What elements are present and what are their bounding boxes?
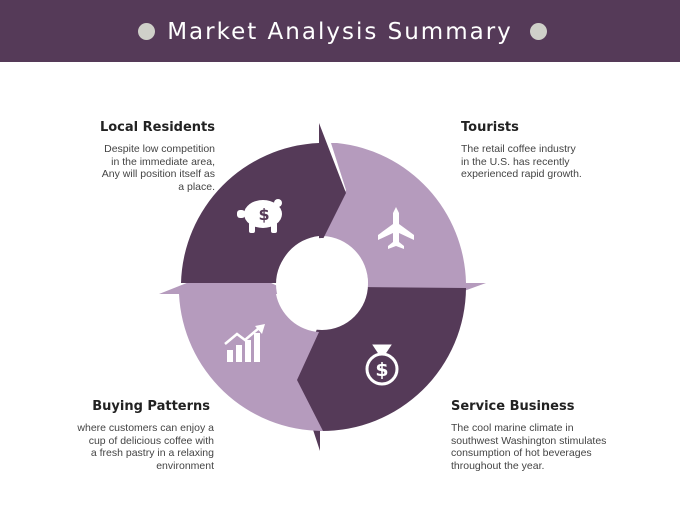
service-business-title: Service Business [451, 399, 575, 414]
buying-patterns-block: Buying Patterns where customers can enjo… [40, 399, 214, 472]
money-bag-icon: $ [365, 344, 399, 386]
buying-patterns-text: where customers can enjoy a cup of delic… [40, 422, 214, 472]
text-line: environment [156, 459, 214, 472]
tourists-text: The retail coffee industry in the U.S. h… [461, 143, 641, 181]
growth-chart-icon [224, 324, 265, 362]
text-line: in the immediate area, [111, 155, 215, 168]
local-residents-title: Local Residents [99, 120, 215, 135]
page-title: Market Analysis Summary [167, 19, 513, 45]
buying-patterns-title: Buying Patterns [92, 399, 210, 414]
text-line: The retail coffee industry [461, 143, 576, 155]
center-hole [276, 238, 368, 330]
text-line: in the U.S. has recently [461, 155, 570, 168]
local-residents-text: Despite low competition in the immediate… [60, 143, 215, 193]
text-line: Any will position itself as [101, 168, 215, 180]
text-line: a place. [178, 180, 215, 193]
local-residents-block: Local Residents Despite low competition … [60, 120, 215, 193]
header-dot-left [138, 23, 155, 40]
header-bar: Market Analysis Summary [0, 0, 680, 62]
airplane-icon [378, 207, 414, 249]
header-dot-right [530, 23, 547, 40]
text-line: a fresh pastry in a relaxing [90, 447, 214, 459]
segment-tourists [323, 143, 486, 311]
text-line: Despite low competition [104, 143, 215, 155]
piggy-bank-icon: $ [237, 199, 282, 233]
segment-service-business [296, 287, 466, 451]
text-line: cup of delicious coffee with [88, 434, 214, 447]
text-line: The cool marine climate in [451, 422, 574, 434]
text-line: experienced rapid growth. [461, 168, 582, 180]
tourists-title: Tourists [461, 120, 519, 135]
service-business-text: The cool marine climate in southwest Was… [451, 422, 651, 472]
svg-text:$: $ [258, 205, 269, 224]
service-business-block: Service Business The cool marine climate… [451, 399, 651, 472]
tourists-block: Tourists The retail coffee industry in t… [461, 120, 641, 181]
svg-text:$: $ [375, 359, 388, 381]
text-line: where customers can enjoy a [77, 422, 214, 434]
text-line: southwest Washington stimulates [451, 434, 607, 447]
text-line: throughout the year. [451, 459, 545, 472]
text-line: consumption of hot beverages [451, 447, 592, 459]
